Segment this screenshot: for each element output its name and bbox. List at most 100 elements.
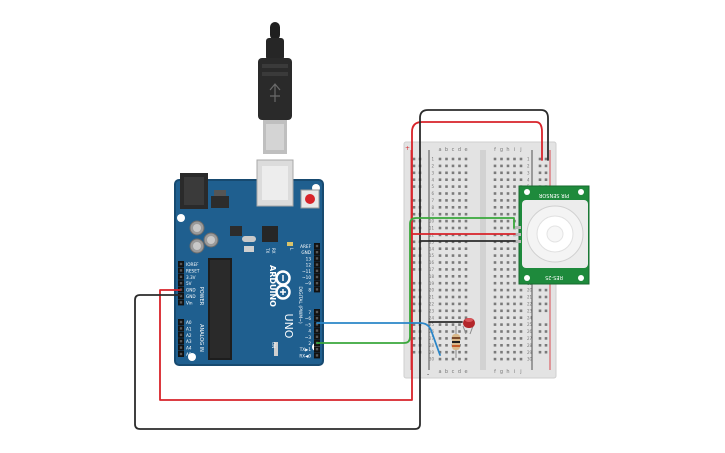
- breadboard-hole[interactable]: [500, 350, 503, 354]
- rail-hole[interactable]: [412, 288, 416, 292]
- breadboard-hole[interactable]: [500, 219, 503, 223]
- breadboard-hole[interactable]: [458, 212, 461, 216]
- breadboard-hole[interactable]: [458, 323, 461, 326]
- breadboard-hole[interactable]: [451, 192, 455, 195]
- rail-hole[interactable]: [544, 164, 548, 168]
- rail-hole[interactable]: [538, 171, 542, 175]
- breadboard-hole[interactable]: [438, 185, 442, 188]
- rail-hole[interactable]: [412, 261, 416, 264]
- rail-hole[interactable]: [538, 330, 542, 333]
- breadboard-hole[interactable]: [458, 295, 461, 299]
- rail-hole[interactable]: [412, 268, 416, 271]
- breadboard-hole[interactable]: [438, 261, 442, 264]
- rail-hole[interactable]: [412, 185, 416, 188]
- breadboard-hole[interactable]: [464, 309, 468, 313]
- breadboard-hole[interactable]: [445, 192, 448, 195]
- breadboard-hole[interactable]: [451, 268, 455, 271]
- breadboard-hole[interactable]: [445, 275, 448, 278]
- breadboard-hole[interactable]: [506, 344, 510, 347]
- breadboard-hole[interactable]: [493, 295, 497, 299]
- breadboard-hole[interactable]: [506, 302, 510, 306]
- breadboard-hole[interactable]: [493, 192, 497, 195]
- breadboard-hole[interactable]: [451, 219, 455, 223]
- breadboard-hole[interactable]: [493, 344, 497, 347]
- breadboard-hole[interactable]: [506, 212, 510, 216]
- rail-hole[interactable]: [412, 164, 416, 168]
- breadboard-hole[interactable]: [519, 157, 523, 161]
- breadboard-hole[interactable]: [506, 164, 510, 168]
- breadboard-hole[interactable]: [493, 206, 497, 209]
- breadboard-hole[interactable]: [464, 275, 468, 278]
- breadboard-hole[interactable]: [458, 219, 461, 223]
- breadboard-hole[interactable]: [438, 268, 442, 271]
- rail-hole[interactable]: [538, 350, 542, 354]
- breadboard-hole[interactable]: [438, 281, 442, 285]
- breadboard-hole[interactable]: [458, 185, 461, 188]
- breadboard-hole[interactable]: [438, 171, 442, 175]
- wire-green-signal[interactable]: [316, 217, 515, 344]
- breadboard-hole[interactable]: [506, 247, 510, 250]
- breadboard-hole[interactable]: [438, 344, 442, 347]
- breadboard-hole[interactable]: [500, 316, 503, 319]
- breadboard-hole[interactable]: [500, 281, 503, 285]
- breadboard-hole[interactable]: [451, 316, 455, 319]
- breadboard-hole[interactable]: [506, 171, 510, 175]
- breadboard-hole[interactable]: [438, 254, 442, 257]
- breadboard-hole[interactable]: [500, 157, 503, 161]
- breadboard-hole[interactable]: [506, 316, 510, 319]
- breadboard-hole[interactable]: [513, 171, 516, 175]
- breadboard-hole[interactable]: [451, 254, 455, 257]
- breadboard-hole[interactable]: [464, 212, 468, 216]
- breadboard-hole[interactable]: [438, 192, 442, 195]
- rail-hole[interactable]: [544, 337, 548, 340]
- breadboard-hole[interactable]: [519, 164, 523, 168]
- breadboard-hole[interactable]: [451, 199, 455, 202]
- breadboard-hole[interactable]: [458, 192, 461, 195]
- breadboard-hole[interactable]: [445, 268, 448, 271]
- breadboard-hole[interactable]: [506, 350, 510, 354]
- breadboard-hole[interactable]: [519, 302, 523, 306]
- breadboard-hole[interactable]: [451, 309, 455, 313]
- pir-sensor[interactable]: PIR SENSOR RES-25: [513, 185, 590, 285]
- breadboard-hole[interactable]: [451, 157, 455, 161]
- breadboard-hole[interactable]: [506, 281, 510, 285]
- breadboard-hole[interactable]: [445, 233, 448, 237]
- breadboard-hole[interactable]: [445, 219, 448, 223]
- breadboard-hole[interactable]: [519, 178, 523, 181]
- breadboard-hole[interactable]: [500, 164, 503, 168]
- breadboard-hole[interactable]: [519, 316, 523, 319]
- breadboard-hole[interactable]: [519, 330, 523, 333]
- breadboard-hole[interactable]: [451, 288, 455, 292]
- breadboard-hole[interactable]: [438, 219, 442, 223]
- rail-hole[interactable]: [538, 157, 542, 161]
- breadboard-hole[interactable]: [458, 254, 461, 257]
- breadboard-hole[interactable]: [506, 288, 510, 292]
- breadboard-hole[interactable]: [493, 164, 497, 168]
- arduino-uno-board[interactable]: ARDUINO UNO DIGITAL (PWM~) POWER ANALOG …: [174, 159, 324, 366]
- rail-hole[interactable]: [544, 157, 548, 161]
- breadboard-hole[interactable]: [500, 337, 503, 340]
- rail-hole[interactable]: [412, 337, 416, 340]
- breadboard-hole[interactable]: [445, 295, 448, 299]
- breadboard-hole[interactable]: [451, 247, 455, 250]
- breadboard-hole[interactable]: [493, 337, 497, 340]
- breadboard-hole[interactable]: [500, 268, 503, 271]
- breadboard-hole[interactable]: [458, 226, 461, 230]
- breadboard-hole[interactable]: [451, 178, 455, 181]
- breadboard-hole[interactable]: [464, 178, 468, 181]
- breadboard-hole[interactable]: [493, 157, 497, 161]
- breadboard-hole[interactable]: [519, 171, 523, 175]
- reset-button[interactable]: [305, 194, 315, 204]
- breadboard-hole[interactable]: [451, 261, 455, 264]
- breadboard-hole[interactable]: [500, 206, 503, 209]
- breadboard-hole[interactable]: [493, 219, 497, 223]
- wire-black-gnd[interactable]: [134, 109, 549, 430]
- breadboard-hole[interactable]: [500, 233, 503, 237]
- breadboard-hole[interactable]: [500, 212, 503, 216]
- rail-hole[interactable]: [538, 323, 542, 326]
- wire-blue-led[interactable]: [316, 322, 441, 356]
- breadboard-hole[interactable]: [445, 261, 448, 264]
- breadboard-hole[interactable]: [500, 275, 503, 278]
- breadboard-hole[interactable]: [513, 199, 516, 202]
- breadboard-hole[interactable]: [451, 226, 455, 230]
